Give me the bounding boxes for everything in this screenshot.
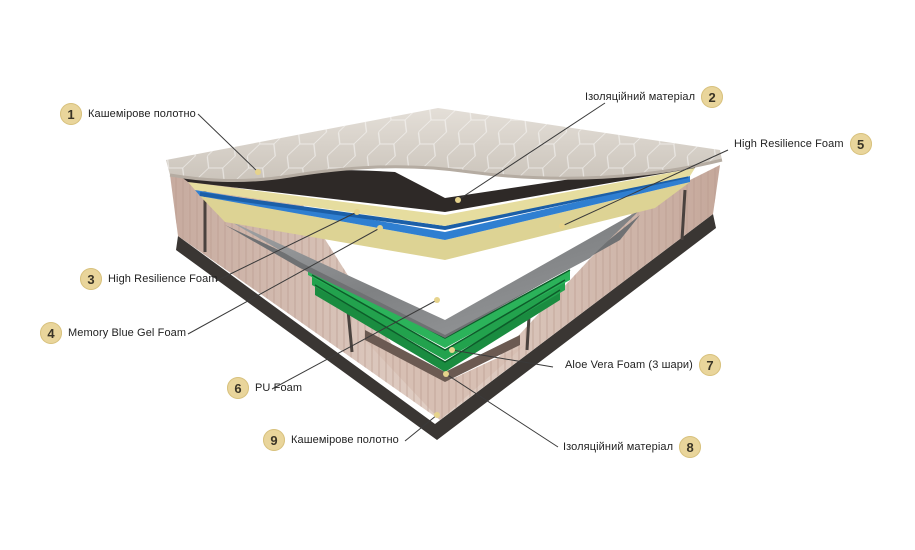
leader-6 (271, 299, 438, 390)
callout-label: Ізоляційний матеріал (585, 91, 696, 103)
callout-label: Кашемірове полотно (291, 434, 399, 446)
bottom-liner (176, 214, 716, 440)
hr-foam-lower (200, 182, 690, 260)
callout-label: Кашемірове полотно (88, 108, 196, 120)
callout-number-badge: 1 (60, 103, 82, 125)
callout-number-badge: 2 (701, 86, 724, 108)
callout-6: 6 PU Foam (227, 377, 302, 399)
callout-4: 4 Memory Blue Gel Foam (40, 322, 186, 344)
leader-9 (404, 414, 438, 442)
callout-label: Aloe Vera Foam (3 шари) (565, 359, 693, 371)
leader-2 (457, 102, 606, 201)
leader-3 (215, 211, 358, 282)
leader-4 (187, 227, 381, 335)
leader-5 (561, 149, 729, 227)
leader-7 (451, 349, 554, 368)
callout-7: Aloe Vera Foam (3 шари) 7 (565, 354, 721, 376)
callout-number-badge: 9 (263, 429, 285, 451)
callout-8: Ізоляційний матеріал 8 (563, 436, 702, 458)
callout-number-badge: 5 (849, 133, 872, 155)
callout-label: High Resilience Foam (108, 273, 218, 285)
callout-label: Memory Blue Gel Foam (68, 327, 187, 339)
callout-5: High Resilience Foam 5 (734, 133, 872, 155)
callout-2: Ізоляційний матеріал 2 (585, 86, 724, 108)
callout-number-badge: 8 (679, 436, 702, 458)
callout-label: High Resilience Foam (734, 138, 844, 150)
aloe-layer-1 (308, 265, 570, 348)
callout-number-badge: 6 (227, 377, 249, 399)
callout-number-badge: 3 (80, 268, 102, 290)
callout-9: 9 Кашемірове полотно (263, 429, 399, 451)
leader-1 (197, 113, 259, 173)
leader-8 (445, 373, 559, 448)
callout-label: Ізоляційний матеріал (563, 441, 674, 453)
callout-number-badge: 4 (40, 322, 62, 344)
hr-foam-upper (188, 168, 695, 226)
callout-1: 1 Кашемірове полотно (60, 103, 196, 125)
callout-3: 3 High Resilience Foam (80, 268, 218, 290)
callout-number-badge: 7 (698, 354, 721, 376)
aloe-layer-3 (315, 285, 560, 372)
aloe-layer-2 (312, 275, 565, 360)
callout-label: PU Foam (255, 382, 303, 394)
